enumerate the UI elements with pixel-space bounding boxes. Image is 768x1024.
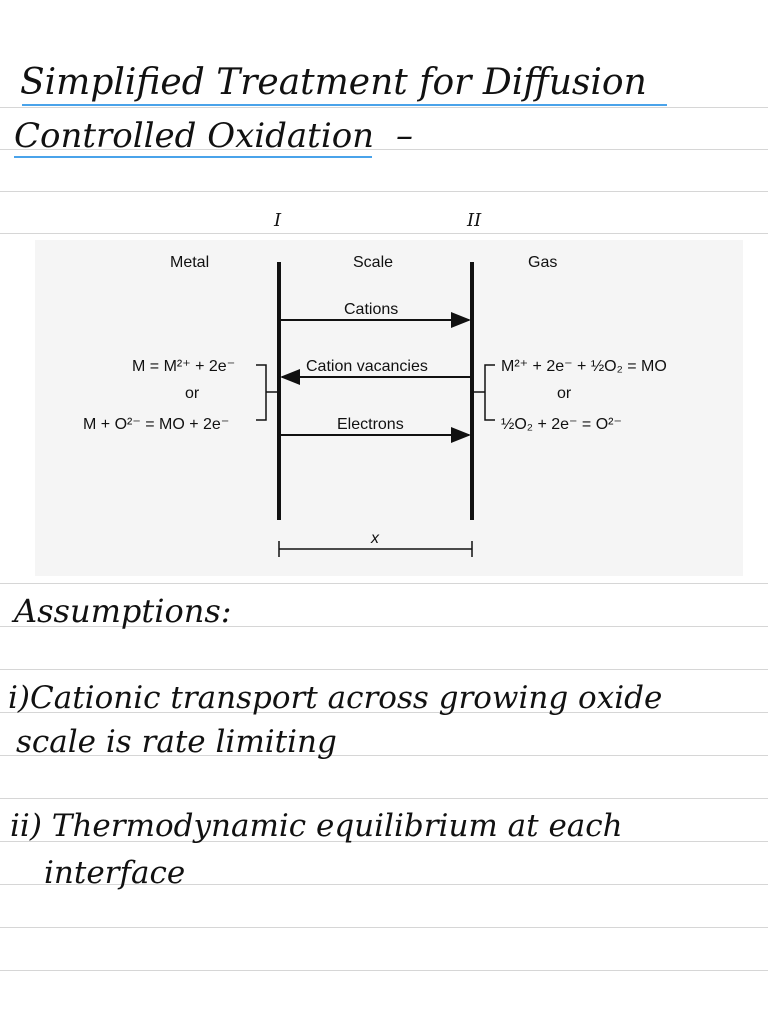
label-electrons: Electrons bbox=[337, 416, 404, 433]
rule-line bbox=[0, 191, 768, 192]
left-reaction-2: M + O²⁻ = MO + 2e⁻ bbox=[83, 416, 230, 433]
rule-line bbox=[0, 841, 768, 842]
rule-line bbox=[0, 798, 768, 799]
oxidation-diagram: Metal Scale Gas Cations Cation vacancies… bbox=[35, 240, 743, 576]
region-metal: Metal bbox=[170, 254, 210, 271]
right-bracket bbox=[472, 364, 495, 421]
rule-line bbox=[0, 149, 768, 150]
left-bracket bbox=[256, 364, 279, 421]
interface-mark-2: II bbox=[467, 210, 482, 231]
region-scale: Scale bbox=[353, 254, 394, 271]
rule-line bbox=[0, 107, 768, 108]
title-underline-2 bbox=[14, 156, 372, 158]
rule-line bbox=[0, 755, 768, 756]
title-dash: – bbox=[396, 116, 413, 156]
interface-mark-1: I bbox=[274, 210, 282, 231]
title-underline-1 bbox=[22, 104, 667, 106]
right-or: or bbox=[557, 385, 572, 402]
rule-line bbox=[0, 626, 768, 627]
rule-line bbox=[0, 712, 768, 713]
rule-line bbox=[0, 233, 768, 234]
left-or: or bbox=[185, 385, 200, 402]
label-cation-vacancies: Cation vacancies bbox=[306, 358, 428, 375]
title-line-2: Controlled Oxidation bbox=[14, 116, 375, 156]
assumption-2-line-1: ii) Thermodynamic equilibrium at each bbox=[10, 808, 623, 844]
rule-line bbox=[0, 669, 768, 670]
right-reaction-2: ½O₂ + 2e⁻ = O²⁻ bbox=[501, 416, 622, 433]
right-reaction-1: M²⁺ + 2e⁻ + ½O₂ = MO bbox=[501, 358, 667, 375]
title-line-1: Simplified Treatment for Diffusion bbox=[20, 62, 647, 103]
assumption-1-line-1: i)Cationic transport across growing oxid… bbox=[8, 680, 663, 716]
rule-line bbox=[0, 583, 768, 584]
region-gas: Gas bbox=[528, 254, 558, 271]
rule-line bbox=[0, 884, 768, 885]
assumption-2-line-2: interface bbox=[44, 855, 186, 891]
left-reaction-1: M = M²⁺ + 2e⁻ bbox=[132, 358, 236, 375]
thickness-label: x bbox=[371, 530, 379, 547]
label-cations: Cations bbox=[344, 301, 399, 318]
rule-line bbox=[0, 970, 768, 971]
assumptions-heading: Assumptions: bbox=[14, 592, 232, 630]
rule-line bbox=[0, 927, 768, 928]
diagram-lines bbox=[256, 262, 495, 557]
assumption-1-line-2: scale is rate limiting bbox=[16, 724, 337, 760]
